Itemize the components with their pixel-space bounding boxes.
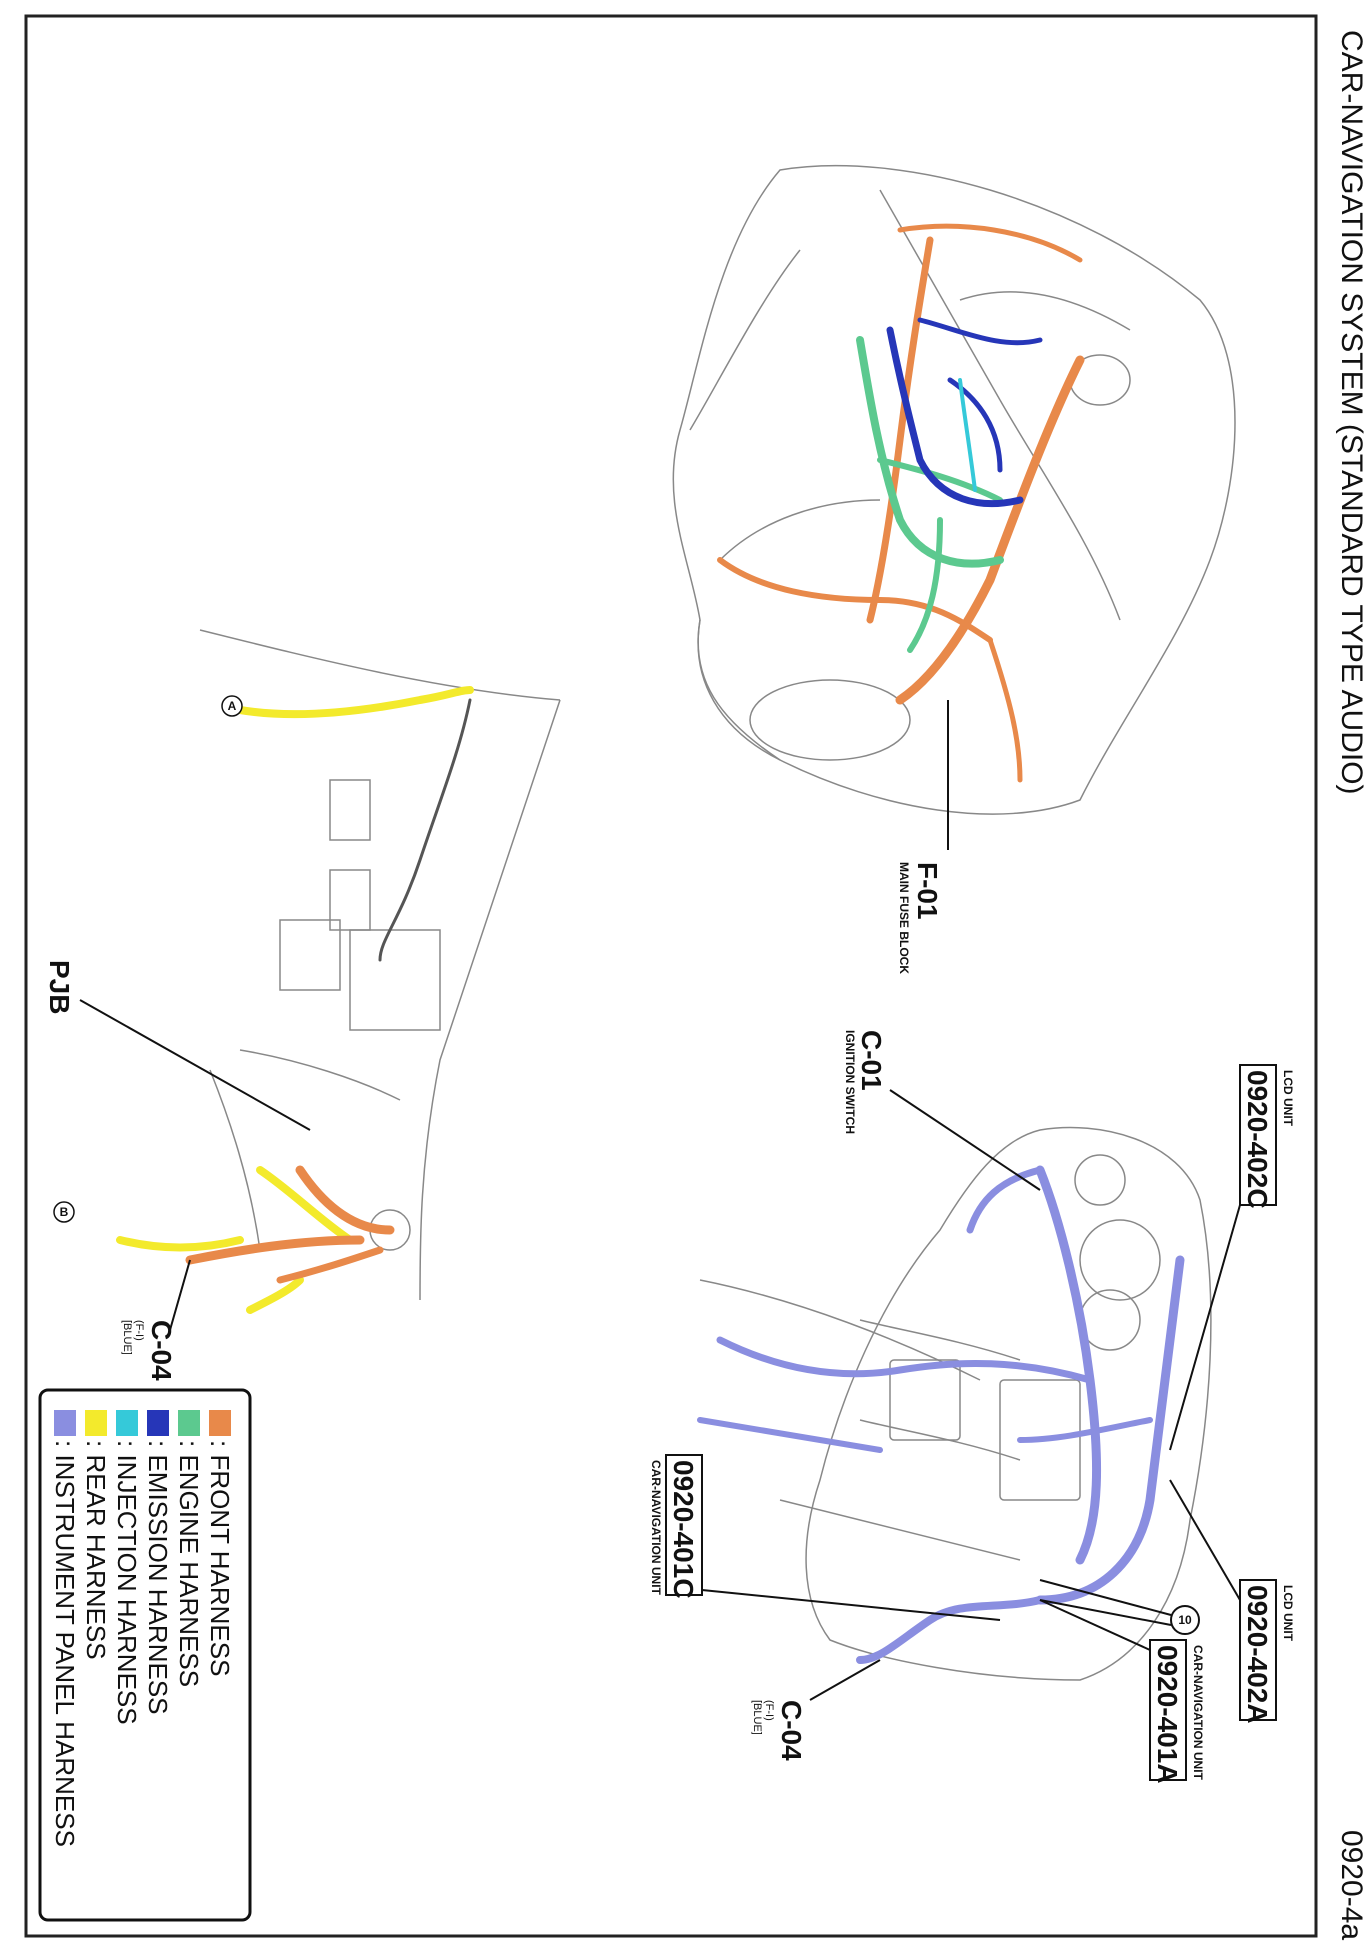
legend-label-4: : REAR HARNESS bbox=[81, 1440, 111, 1660]
instrument-panel-harnesses bbox=[697, 1165, 1185, 1664]
rear-area-harnesses bbox=[116, 686, 474, 1314]
lcd402c-box[interactable] bbox=[1239, 1064, 1277, 1206]
c04-left-code: C-04 bbox=[146, 1320, 177, 1381]
legend-swatch-0 bbox=[209, 1410, 231, 1436]
rear-area-illustration bbox=[199, 629, 561, 1301]
lcd402c-code: 0920-402C bbox=[1242, 1070, 1273, 1209]
engine-bay-harnesses bbox=[717, 223, 1085, 783]
engine-bay-illustration bbox=[672, 164, 1236, 815]
f01-code: F-01 bbox=[912, 862, 943, 920]
c04-left-sub2: [BLUE] bbox=[121, 1320, 133, 1355]
nav401a-code: 0920-401A bbox=[1152, 1645, 1183, 1784]
marker-b-label: B bbox=[60, 1205, 69, 1219]
marker-b bbox=[53, 1201, 75, 1223]
nav401c-name: CAR-NAVIGATION UNIT bbox=[649, 1460, 663, 1596]
marker-a-label: A bbox=[228, 699, 237, 713]
marker-a bbox=[221, 695, 243, 717]
f01-name: MAIN FUSE BLOCK bbox=[897, 862, 911, 974]
legend-swatch-1 bbox=[178, 1410, 200, 1436]
page-code: 0920-4a bbox=[1335, 1830, 1364, 1940]
nav401c-box[interactable] bbox=[665, 1454, 703, 1596]
c01-code: C-01 bbox=[856, 1030, 887, 1091]
legend: : FRONT HARNESS: ENGINE HARNESS: EMISSIO… bbox=[38, 1388, 252, 1922]
legend-swatch-2 bbox=[147, 1410, 169, 1436]
legend-swatch-4 bbox=[85, 1410, 107, 1436]
page-title: CAR-NAVIGATION SYSTEM (STANDARD TYPE AUD… bbox=[1335, 30, 1364, 795]
lcd402c-name: LCD UNIT bbox=[1281, 1070, 1295, 1127]
nav401a-box[interactable] bbox=[1149, 1639, 1187, 1781]
lcd402a-box[interactable] bbox=[1239, 1579, 1277, 1721]
legend-label-0: : FRONT HARNESS bbox=[205, 1440, 235, 1676]
instrument-panel-illustration bbox=[699, 1126, 1212, 1681]
nav401c-code: 0920-401C bbox=[668, 1460, 699, 1599]
pjb-label: PJB bbox=[44, 960, 75, 1014]
nav401a-name: CAR-NAVIGATION UNIT bbox=[1191, 1645, 1205, 1781]
c01-name: IGNITION SWITCH bbox=[843, 1030, 857, 1134]
lcd402a-code: 0920-402A bbox=[1242, 1585, 1273, 1724]
legend-swatch-5 bbox=[54, 1410, 76, 1436]
c04-right-sub2: [BLUE] bbox=[751, 1700, 763, 1735]
legend-box bbox=[38, 1388, 252, 1922]
legend-label-1: : ENGINE HARNESS bbox=[174, 1440, 204, 1687]
legend-label-5: : INSTRUMENT PANEL HARNESS bbox=[50, 1440, 80, 1847]
marker-10-label: 10 bbox=[1178, 1613, 1192, 1627]
c04-left-sub1: (F-I) bbox=[133, 1320, 145, 1341]
marker-10 bbox=[1170, 1605, 1200, 1635]
page-border bbox=[24, 14, 1318, 1938]
c04-right-sub1: (F-I) bbox=[763, 1700, 775, 1721]
c04-right-code: C-04 bbox=[776, 1700, 807, 1761]
legend-swatch-3 bbox=[116, 1410, 138, 1436]
lcd402a-name: LCD UNIT bbox=[1281, 1585, 1295, 1642]
legend-label-3: : INJECTION HARNESS bbox=[112, 1440, 142, 1725]
legend-label-2: : EMISSION HARNESS bbox=[143, 1440, 173, 1715]
